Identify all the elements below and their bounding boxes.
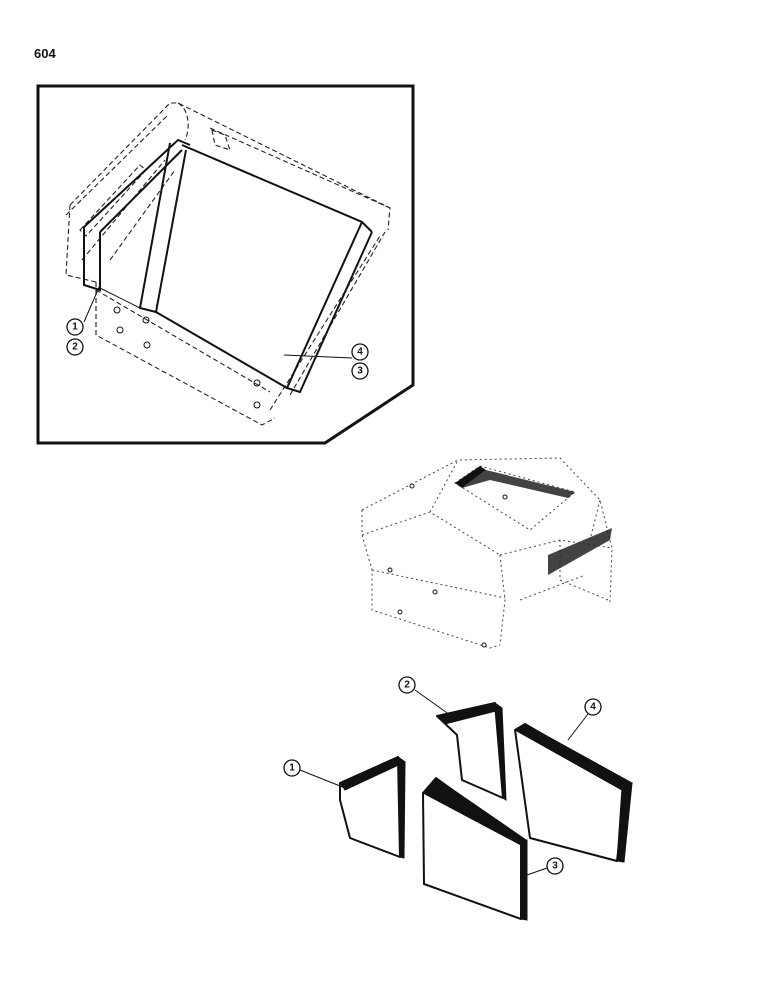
page-number: 604 <box>34 46 56 61</box>
inset-callout-2: 2 <box>66 338 84 356</box>
trim-panel-part-2: 2 <box>398 676 507 801</box>
callout-part-3: 3 <box>546 857 564 875</box>
inset-mounting-holes <box>113 306 261 409</box>
inset-frame <box>36 84 415 445</box>
housing-assembly <box>361 457 613 649</box>
svg-text:2: 2 <box>404 680 410 691</box>
svg-text:4: 4 <box>590 702 596 713</box>
callout-part-4: 4 <box>584 698 602 716</box>
svg-text:3: 3 <box>357 366 363 377</box>
trim-panel-part-3: 3 <box>422 777 564 921</box>
callout-part-1: 1 <box>283 759 301 777</box>
inset-detail: 1 2 4 3 <box>36 84 415 445</box>
svg-text:3: 3 <box>552 861 558 872</box>
svg-text:1: 1 <box>72 322 78 333</box>
inset-callout-1: 1 <box>66 318 84 336</box>
svg-text:4: 4 <box>357 347 363 358</box>
inset-callout-4: 4 <box>351 343 369 361</box>
inset-trim-strips <box>83 138 373 394</box>
svg-text:1: 1 <box>289 763 295 774</box>
callout-part-2: 2 <box>398 676 416 694</box>
inset-callout-3: 3 <box>351 362 369 380</box>
inset-housing-outline <box>65 102 391 426</box>
svg-text:2: 2 <box>72 342 78 353</box>
trim-panel-part-1: 1 <box>283 756 406 859</box>
trim-panel-part-4: 4 <box>514 698 633 863</box>
